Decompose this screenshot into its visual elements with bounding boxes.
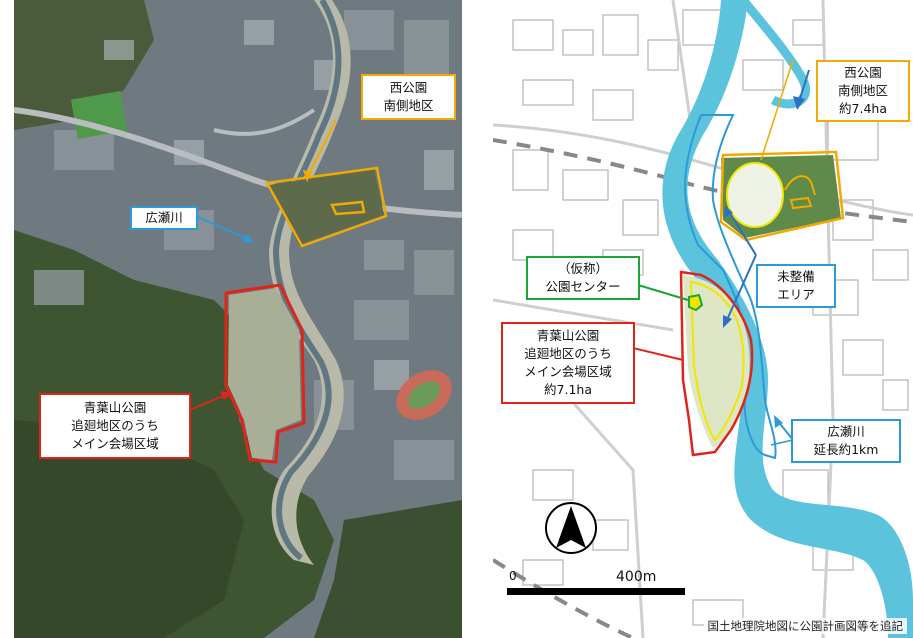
label-nishi-park: 西公園 南側地区 (361, 74, 456, 120)
label-park-center: （仮称） 公園センター (526, 256, 640, 300)
hirose-river-corridor (684, 114, 777, 460)
nishi-park-outline-right (719, 150, 845, 242)
scale-start-label: 0 (509, 569, 517, 583)
plan-map: 西公園 南側地区 約7.4ha （仮称） 公園センター 未整備 エリア 青葉山公… (493, 0, 913, 638)
map-credit: 国土地理院地図に公園計画図等を追記 (703, 618, 907, 634)
label-aobayama-park-right: 青葉山公園 追廻地区のうち メイン会場区域 約7.1ha (501, 322, 635, 404)
label-nishi-park-right: 西公園 南側地区 約7.4ha (816, 60, 910, 122)
north-arrow-icon (545, 502, 597, 554)
label-aobayama-park: 青葉山公園 追廻地区のうち メイン会場区域 (39, 393, 191, 459)
nishi-park-outline (265, 166, 388, 248)
label-hirose-river: 広瀬川 (130, 206, 198, 230)
aobayama-outline (224, 283, 306, 464)
scale-end-label: 400m (616, 569, 657, 585)
aobayama-outline-right (679, 270, 754, 457)
scale-bar (507, 588, 685, 595)
topographic-map (493, 0, 913, 638)
aerial-photo-map: 西公園 南側地区 広瀬川 青葉山公園 追廻地区のうち メイン会場区域 (14, 0, 462, 638)
label-hirose-river-right: 広瀬川 延長約1km (791, 419, 901, 463)
label-unimproved-area: 未整備 エリア (756, 264, 836, 308)
